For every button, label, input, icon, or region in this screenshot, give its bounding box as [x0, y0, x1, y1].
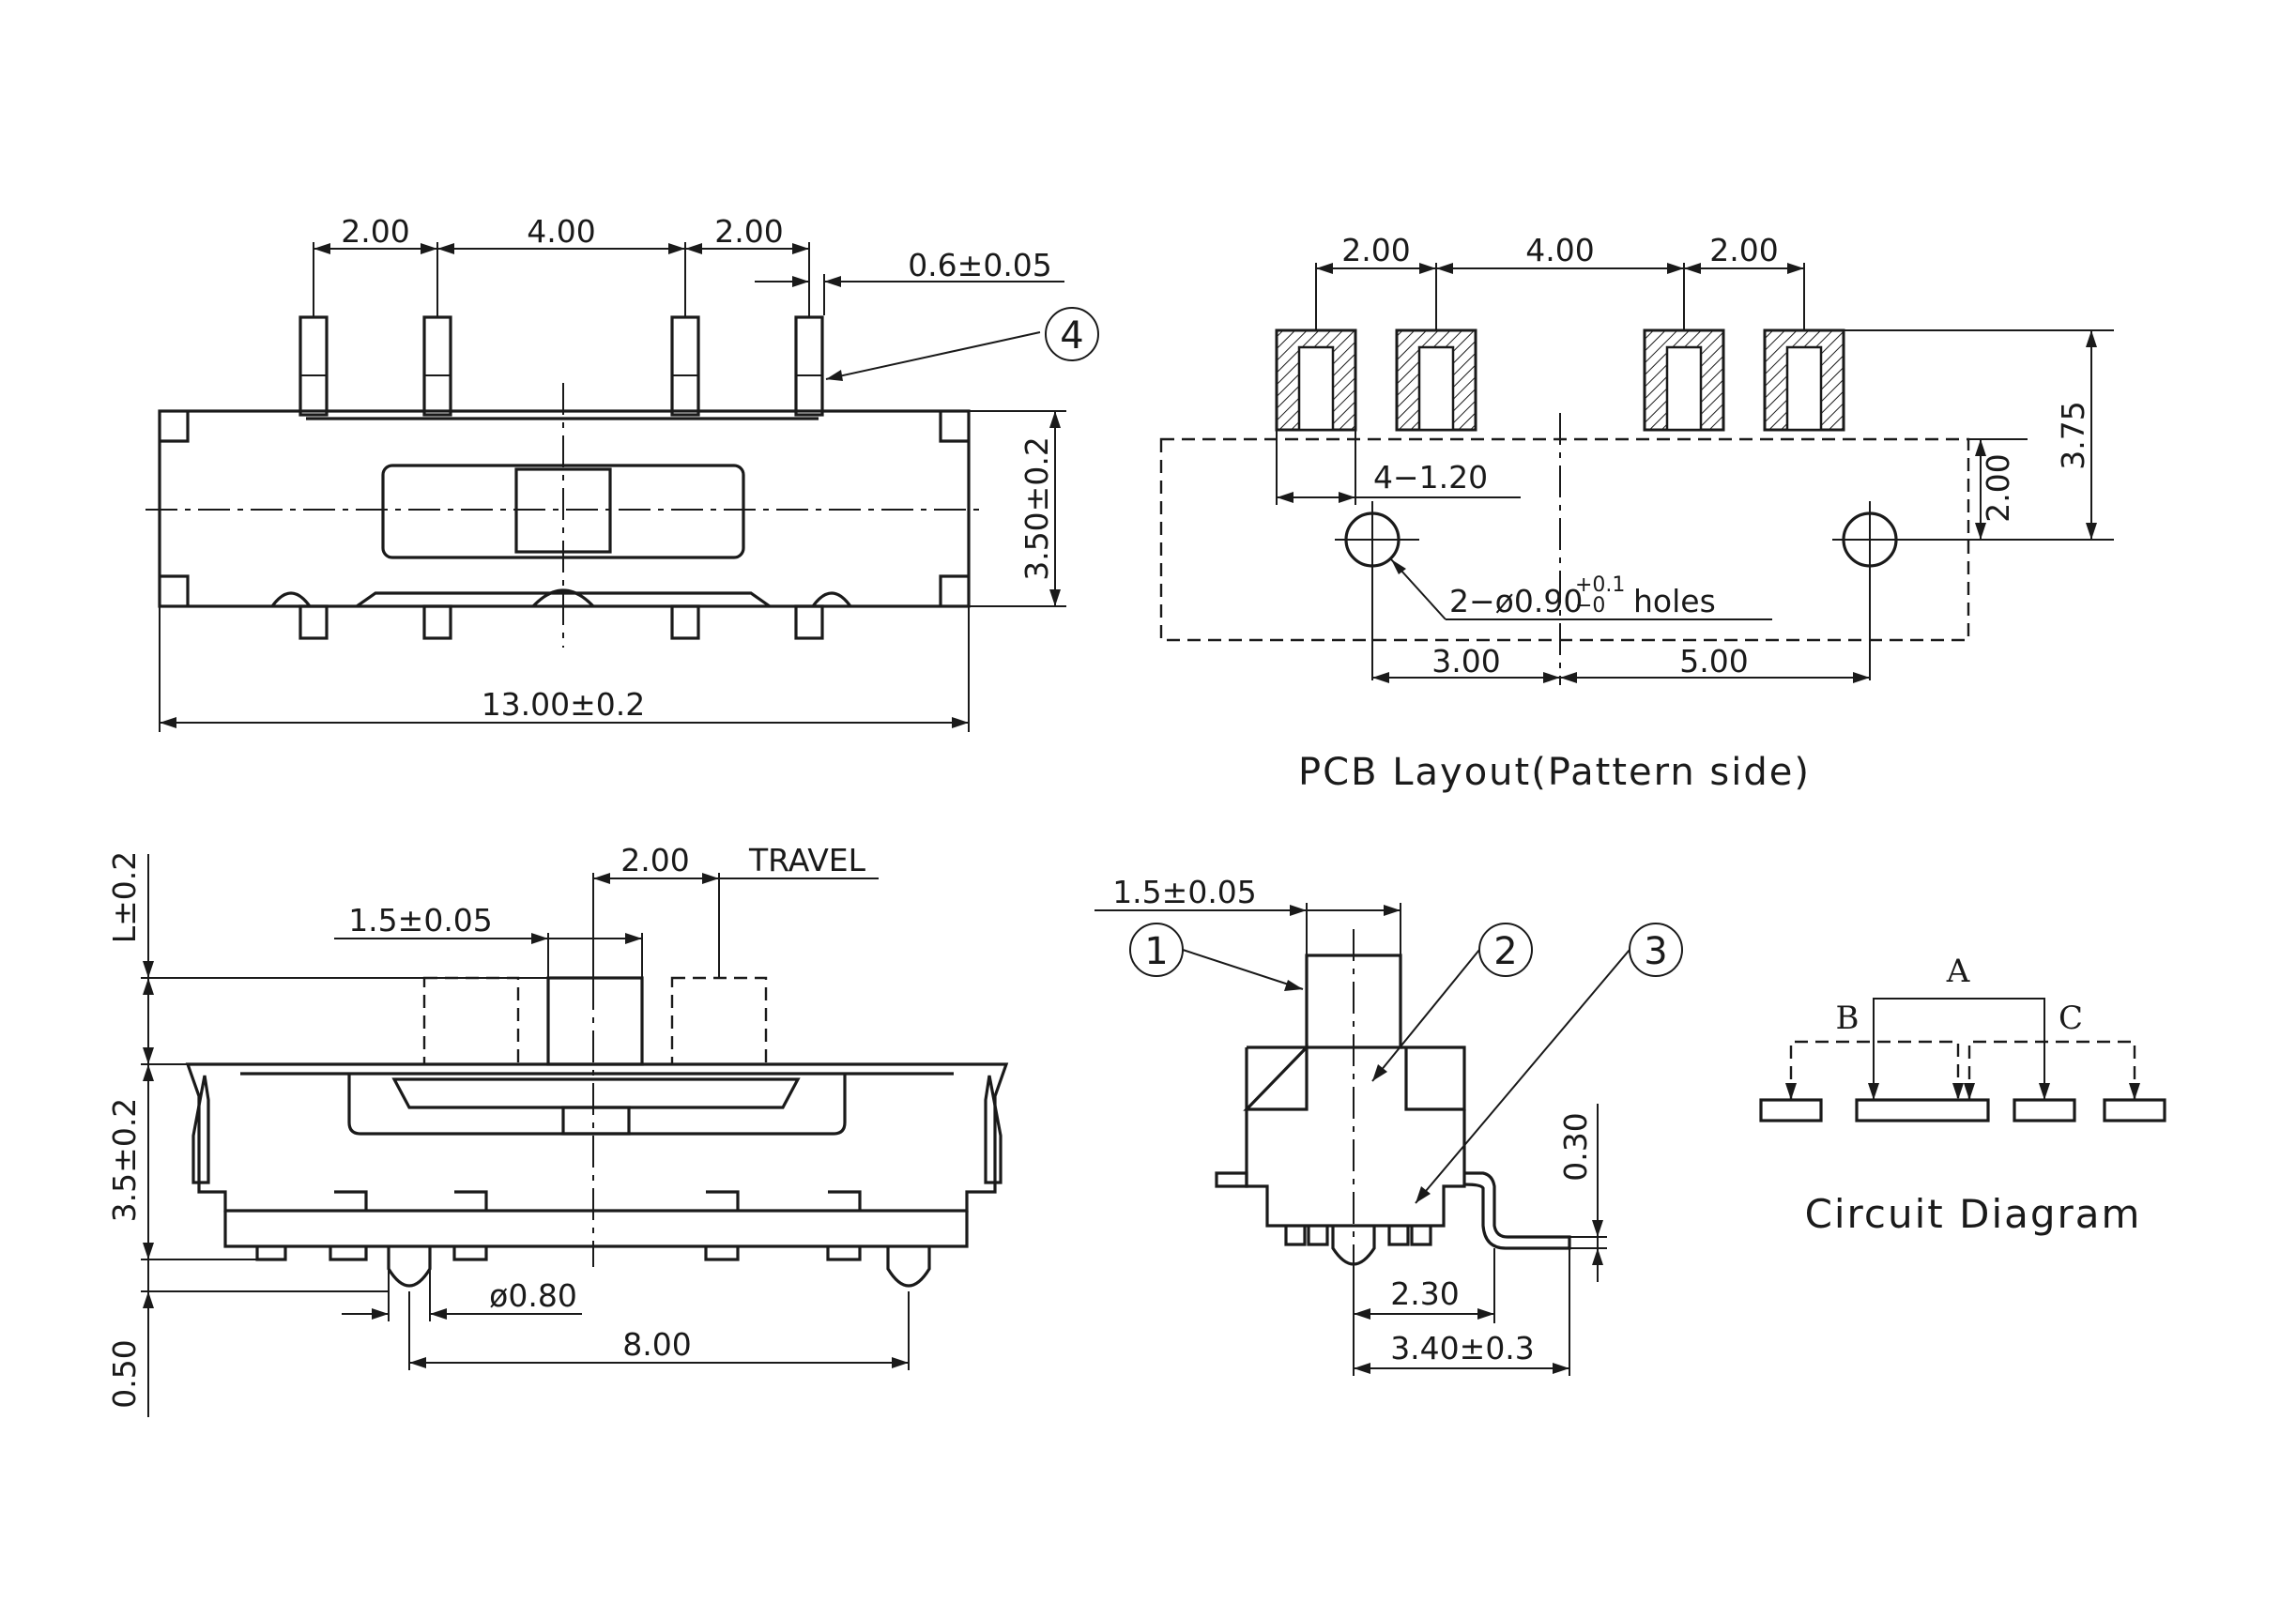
dim-travel: 2.00 — [620, 842, 689, 878]
travel-label: TRAVEL — [748, 842, 866, 878]
circuit-label-a: A — [1946, 953, 1970, 990]
end-view: 1.5±0.05 1 2 3 0.30 — [1094, 874, 1683, 1376]
dim-end-actuator-width: 1.5±0.05 — [1112, 874, 1257, 910]
end-actuator-width-dimension: 1.5±0.05 — [1094, 874, 1401, 955]
callout-2-label: 2 — [1493, 930, 1517, 973]
dim-length: 13.00±0.2 — [482, 686, 646, 723]
dim-post-dia: ø0.80 — [489, 1277, 577, 1314]
dim-post-spacing: 8.00 — [622, 1326, 691, 1363]
dim-hole-right: 5.00 — [1679, 643, 1748, 679]
bottom-pins — [270, 588, 852, 640]
dim-pad-a: 2.00 — [1341, 232, 1410, 268]
callout-4: 4 — [825, 307, 1099, 381]
top-view: 2.00 4.00 2.00 0.6±0.05 4 3.50±0.2 — [145, 213, 1099, 732]
dim-pin-c: 2.00 — [714, 213, 783, 250]
callout-1-label: 1 — [1144, 930, 1168, 973]
dim-pin-a: 2.00 — [341, 213, 409, 250]
top-pins — [298, 315, 824, 420]
dim-pin-b: 4.00 — [527, 213, 595, 250]
pcb-layout: 2.00 4.00 2.00 4−1.20 2.00 3.75 — [1159, 232, 2114, 794]
side-view: 2.00 TRAVEL 1.5±0.05 L±0.2 3.5±0.2 0.50 — [106, 842, 1009, 1417]
travel-dimension: 2.00 TRAVEL — [592, 842, 879, 978]
holes-suffix: holes — [1633, 583, 1716, 619]
dim-pad-c: 2.00 — [1709, 232, 1778, 268]
pcb-pad-dimensions: 2.00 4.00 2.00 — [1315, 232, 1805, 330]
post-diameter-dimension: ø0.80 — [342, 1269, 582, 1321]
pcb-hole-dimensions: 3.00 5.00 — [1372, 643, 1870, 683]
dim-terminal-thickness: 0.30 — [1557, 1112, 1594, 1181]
dim-pad-width: 4−1.20 — [1373, 459, 1488, 496]
dim-pad-span: 3.75 — [2055, 401, 2091, 469]
dim-post-height: 0.50 — [106, 1339, 143, 1408]
pcb-holes-label: 2−ø0.90 +0.1 −0 holes — [1390, 558, 1772, 620]
terminal-thickness-dimension: 0.30 — [1557, 1104, 1607, 1282]
pcb-pad-width-dimension: 4−1.20 — [1276, 430, 1521, 505]
dim-body-height: 3.5±0.2 — [106, 1098, 143, 1223]
dim-row-offset: 2.00 — [1980, 453, 2016, 522]
dim-end-width: 3.40±0.3 — [1390, 1330, 1535, 1366]
circuit-caption: Circuit Diagram — [1805, 1191, 2142, 1237]
dim-foot: 2.30 — [1390, 1275, 1459, 1312]
callout-4-label: 4 — [1060, 314, 1083, 358]
holes-prefix: 2−ø0.90 — [1449, 583, 1583, 619]
top-pin-dimensions: 2.00 4.00 2.00 — [313, 213, 810, 317]
pcb-pads — [1275, 328, 1845, 432]
pcb-right-dimensions: 2.00 3.75 — [1844, 329, 2114, 541]
pin-width-dimension: 0.6±0.05 — [755, 247, 1064, 315]
height-dimension: 3.50±0.2 — [969, 410, 1066, 607]
vertical-dimensions: L±0.2 3.5±0.2 0.50 — [106, 851, 548, 1417]
circuit-diagram: A B C Circuit Diagram — [1759, 953, 2166, 1237]
circuit-label-c: C — [2059, 1000, 2083, 1037]
callout-3-label: 3 — [1644, 930, 1667, 973]
end-width-dimensions: 2.30 3.40±0.3 — [1353, 1248, 1570, 1376]
dim-hole-left: 3.00 — [1431, 643, 1500, 679]
actuator-width-dimension: 1.5±0.05 — [334, 902, 643, 978]
length-dimension: 13.00±0.2 — [159, 606, 970, 732]
circuit-label-b: B — [1836, 1000, 1860, 1037]
dim-pad-b: 4.00 — [1525, 232, 1594, 268]
pcb-holes — [1335, 413, 1981, 685]
pcb-layout-caption: PCB Layout(Pattern side) — [1298, 751, 1811, 794]
dim-actuator-width: 1.5±0.05 — [348, 902, 493, 939]
dim-actuator-height: L±0.2 — [106, 851, 143, 944]
holes-tol-plus: +0.1 — [1575, 573, 1625, 597]
dim-height: 3.50±0.2 — [1018, 436, 1055, 581]
end-callouts: 1 2 3 — [1129, 923, 1683, 1204]
holes-tol-minus: −0 — [1575, 594, 1605, 618]
post-spacing-dimension: 8.00 — [408, 1291, 910, 1370]
dim-pin-width: 0.6±0.05 — [908, 247, 1052, 283]
